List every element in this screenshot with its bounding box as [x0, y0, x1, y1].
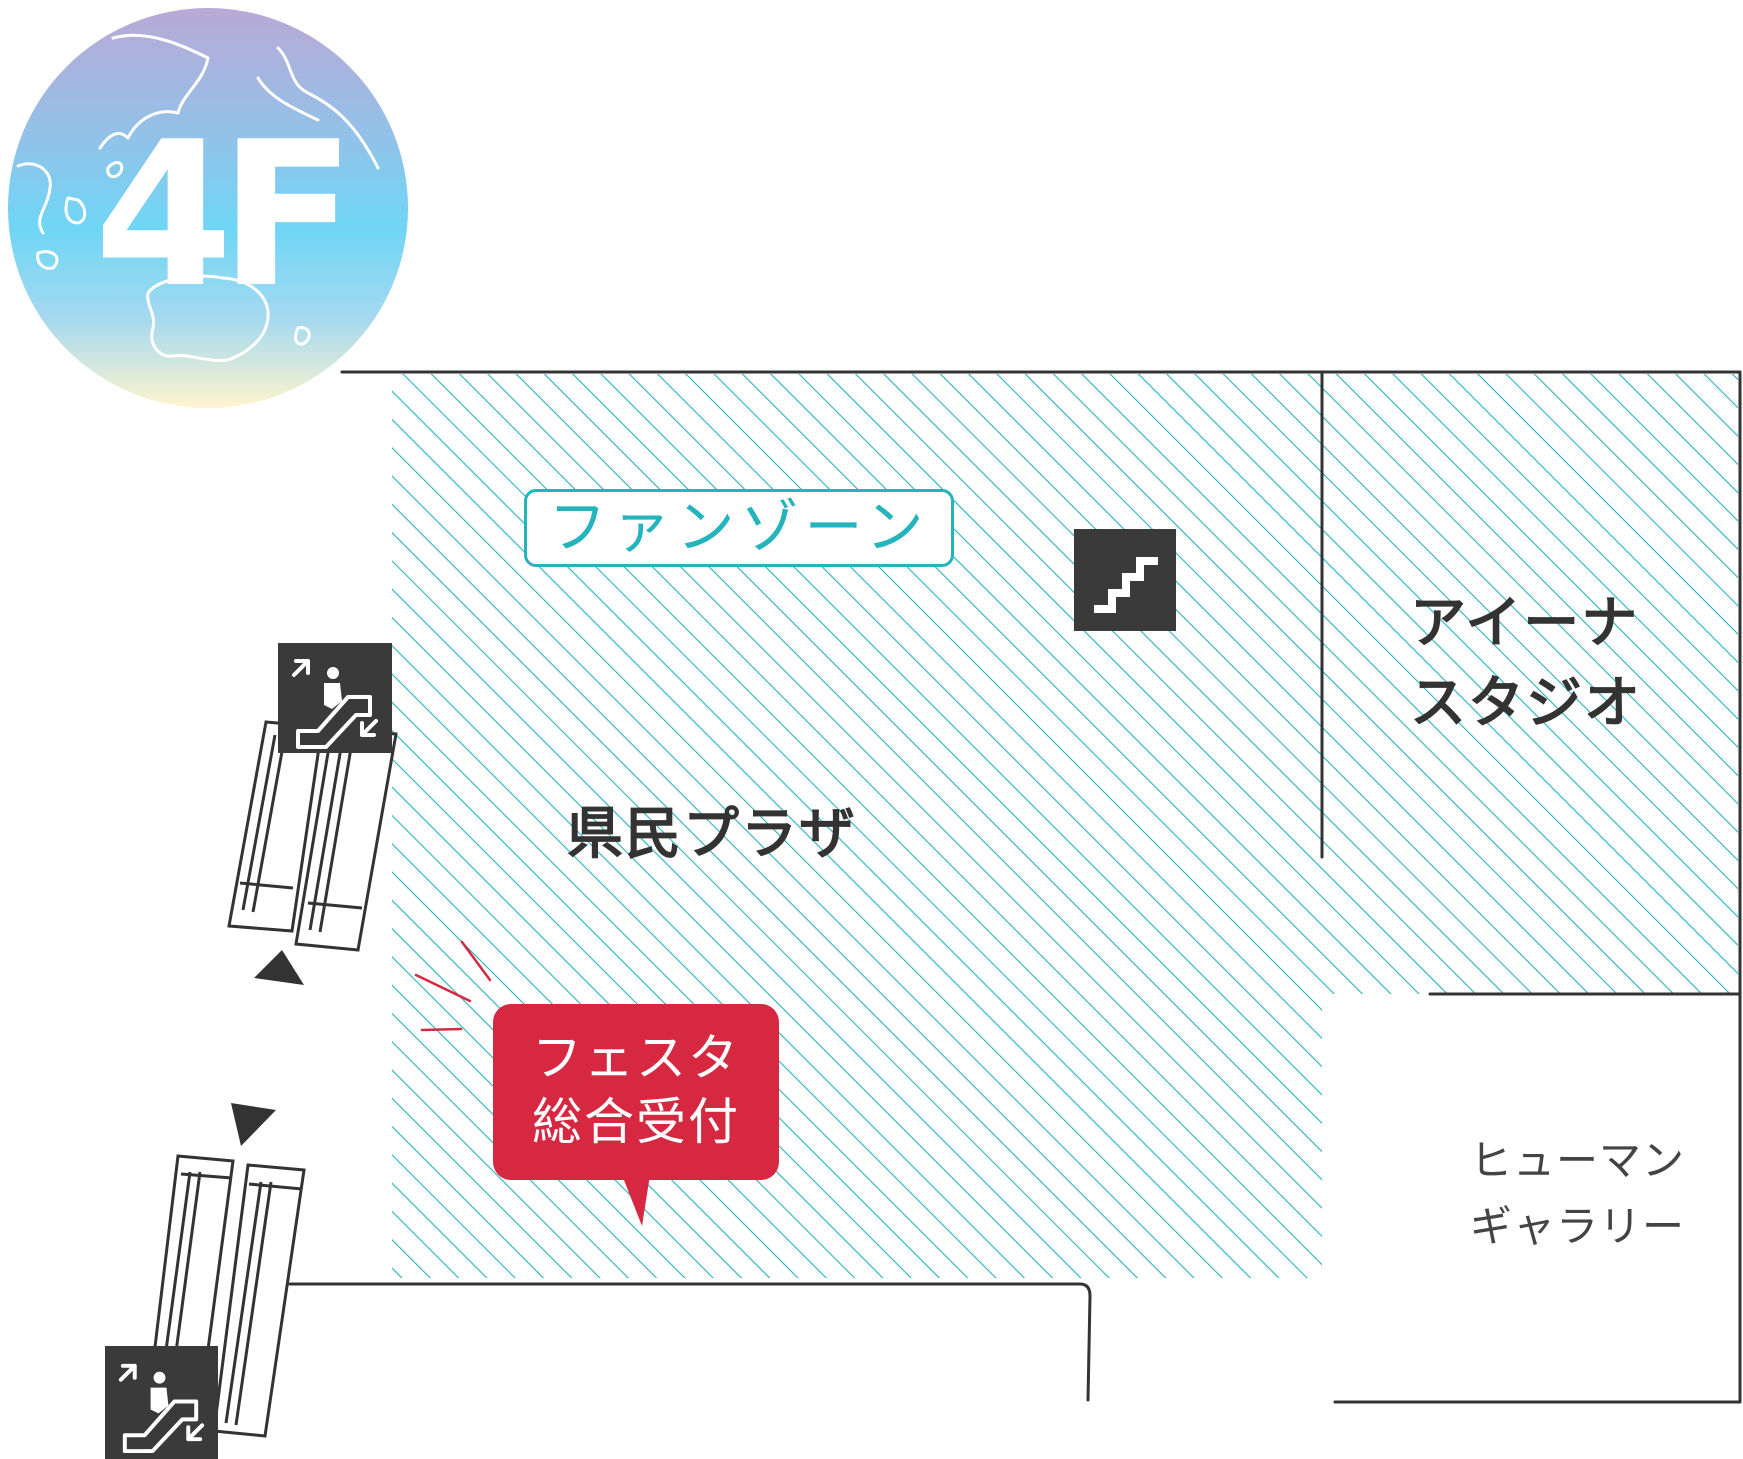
- human-gallery-label: ヒューマン ギャラリー: [1470, 1136, 1686, 1251]
- festa-reception-label: フェスタ 総合受付: [493, 1004, 779, 1180]
- walls: [288, 370, 1742, 1404]
- up-arrow-icon: [254, 950, 304, 985]
- reception-pointer: [622, 1175, 650, 1226]
- floor-badge: 4F: [8, 8, 408, 408]
- escalator-icon: [278, 643, 392, 753]
- fan-zone-label: ファンゾーン: [524, 489, 954, 567]
- down-arrow-icon: [231, 1103, 276, 1146]
- globe-outline-icon: [16, 33, 380, 363]
- escalator-icon-lower: [105, 1346, 218, 1459]
- floor-label: 4F: [94, 99, 356, 332]
- kenmin-plaza-label: 県民プラザ: [567, 802, 857, 867]
- attention-marks: [414, 940, 492, 1032]
- stairs-icon: [1074, 529, 1176, 631]
- upper-escalator: [227, 720, 398, 952]
- aina-studio-label: アイーナ スタジオ: [1410, 591, 1642, 736]
